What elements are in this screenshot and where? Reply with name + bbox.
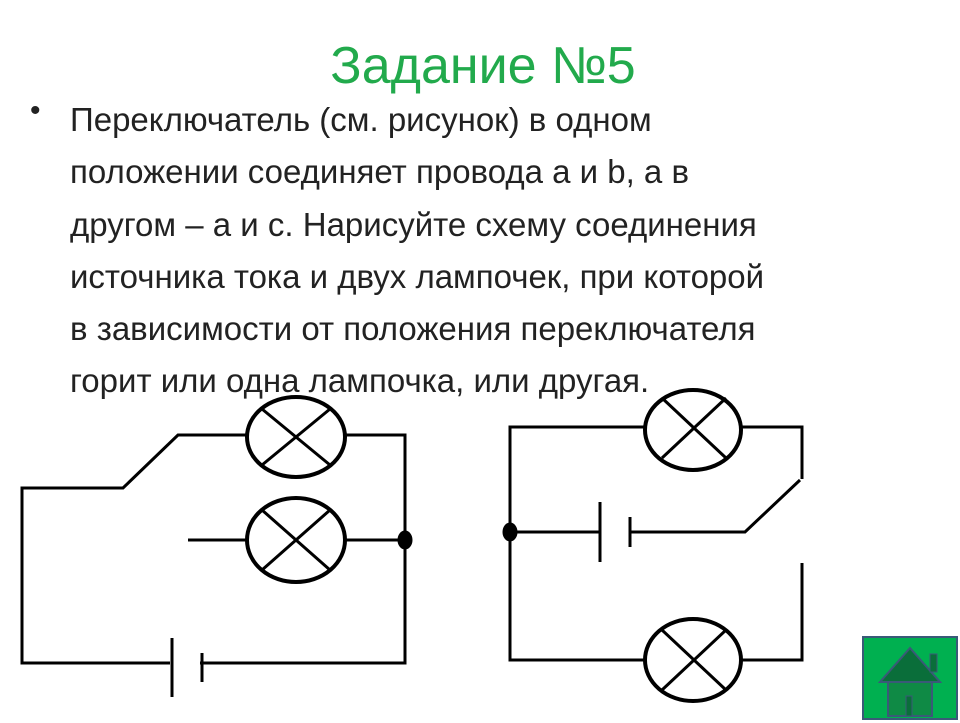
battery-icon xyxy=(170,638,204,697)
lamp-icon xyxy=(643,617,743,703)
junction-dot xyxy=(502,522,518,542)
lamp-icon xyxy=(643,388,743,472)
wire xyxy=(741,563,804,662)
battery-icon xyxy=(598,502,632,562)
text-line: в зависимости от положения переключателя xyxy=(70,310,756,348)
text-line: положении соединяет провода a и b, а в xyxy=(70,153,689,191)
slide-title: Задание №5 xyxy=(330,37,636,95)
circuit-right xyxy=(502,388,804,703)
lamp-icon xyxy=(245,395,347,479)
text-line: другом – а и с. Нарисуйте схему соединен… xyxy=(70,205,757,243)
home-button[interactable] xyxy=(862,636,958,720)
text-line: Переключатель (см. рисунок) в одном xyxy=(70,101,652,138)
wire xyxy=(200,433,407,665)
text-line: источника тока и двух лампочек, при кото… xyxy=(70,257,765,295)
lamp-icon xyxy=(245,496,347,584)
wire xyxy=(508,425,645,662)
bullet-marker: • xyxy=(30,94,41,127)
text-line: горит или одна лампочка, или другая. xyxy=(70,362,650,400)
home-icon xyxy=(877,646,943,717)
wire xyxy=(20,433,247,665)
task-text: Переключатель (см. рисунок) в одном поло… xyxy=(70,94,950,408)
switch-arm xyxy=(630,478,802,534)
junction-dot xyxy=(397,530,413,550)
circuit-left xyxy=(20,395,413,697)
wire xyxy=(741,425,804,479)
